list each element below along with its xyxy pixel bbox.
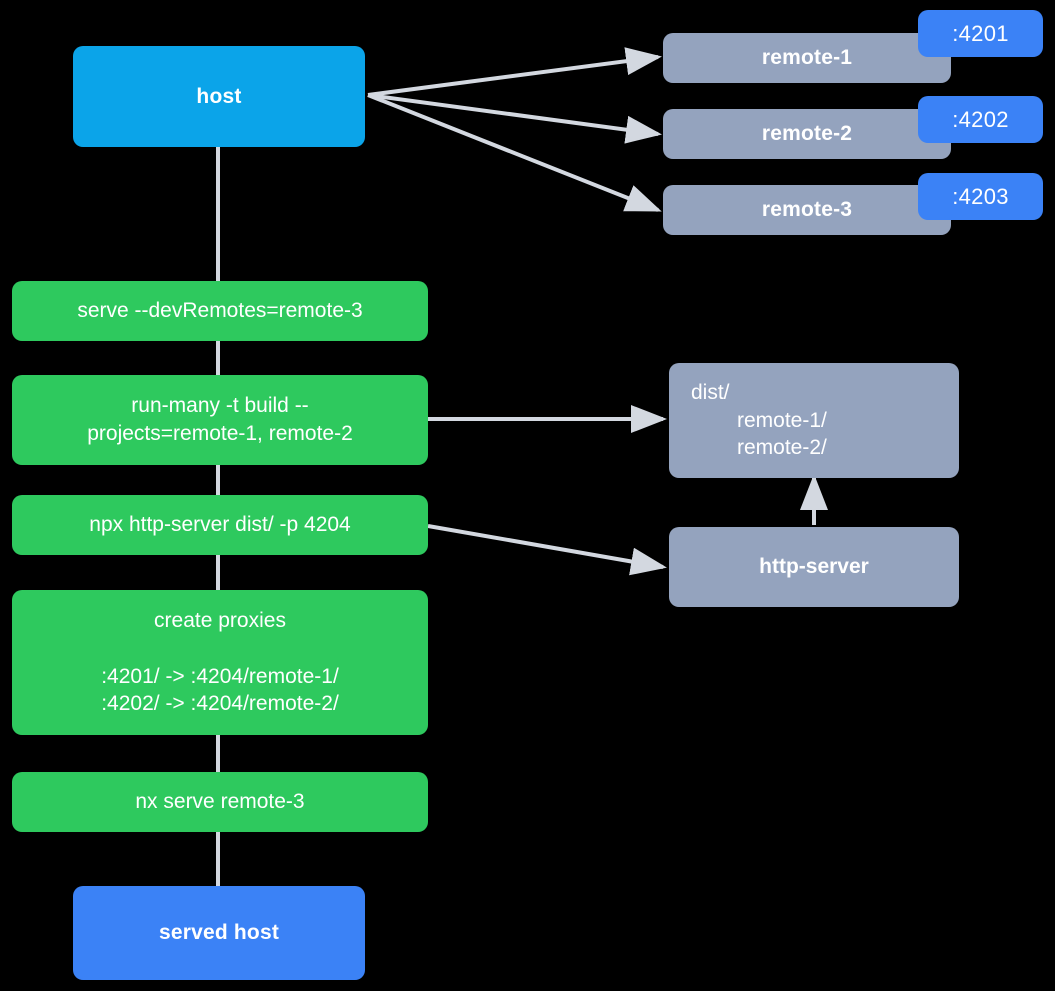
edge-host-to-remote-1 — [367, 47, 662, 97]
node-dist-line-2: remote-1/ — [737, 408, 827, 432]
badge-remote-2-port: :4202 — [918, 96, 1043, 143]
command-create-proxies-mapping-1: :4201/ -> :4204/remote-1/ — [101, 664, 339, 688]
node-served-host-label: served host — [158, 921, 280, 945]
node-served-host[interactable]: served host — [73, 886, 365, 980]
command-serve-devremotes[interactable]: serve --devRemotes=remote-3 — [12, 281, 428, 341]
edge-npx-to-httpserver — [427, 524, 667, 576]
command-run-many-build-line-2: projects=remote-1, remote-2 — [87, 422, 353, 445]
command-run-many-build[interactable]: run-many -t build -- projects=remote-1, … — [12, 375, 428, 465]
command-run-many-build-line-1: run-many -t build -- — [131, 394, 309, 418]
command-nx-serve-remote-3[interactable]: nx serve remote-3 — [12, 772, 428, 832]
badge-remote-1-port-label: :4201 — [952, 20, 1009, 46]
badge-remote-1-port: :4201 — [918, 10, 1043, 57]
node-remote-1[interactable]: remote-1 — [663, 33, 951, 83]
command-npx-http-server-label: npx http-server dist/ -p 4204 — [89, 513, 351, 537]
node-remote-3-label: remote-3 — [761, 198, 853, 222]
node-dist-line-3: remote-2/ — [737, 436, 827, 460]
edge-host-to-remote-3 — [367, 93, 662, 212]
command-npx-http-server[interactable]: npx http-server dist/ -p 4204 — [12, 495, 428, 555]
node-remote-2-label: remote-2 — [761, 122, 853, 146]
node-dist[interactable]: dist/ remote-1/ remote-2/ — [669, 363, 959, 478]
command-serve-devremotes-label: serve --devRemotes=remote-3 — [77, 299, 363, 323]
node-http-server-label: http-server — [759, 555, 869, 579]
command-create-proxies-title: create proxies — [154, 609, 286, 633]
badge-remote-3-port: :4203 — [918, 173, 1043, 220]
command-create-proxies-spacer — [217, 635, 223, 663]
node-remote-2[interactable]: remote-2 — [663, 109, 951, 159]
node-host-label: host — [196, 84, 242, 108]
node-host[interactable]: host — [73, 46, 365, 147]
edge-host-to-remote-2 — [367, 93, 662, 144]
command-create-proxies[interactable]: create proxies :4201/ -> :4204/remote-1/… — [12, 590, 428, 735]
node-dist-line-1: dist/ — [691, 380, 730, 404]
badge-remote-3-port-label: :4203 — [952, 183, 1009, 209]
node-remote-3[interactable]: remote-3 — [663, 185, 951, 235]
node-http-server[interactable]: http-server — [669, 527, 959, 607]
command-create-proxies-mapping-2: :4202/ -> :4204/remote-2/ — [101, 692, 339, 716]
node-remote-1-label: remote-1 — [761, 46, 853, 70]
command-nx-serve-remote-3-label: nx serve remote-3 — [135, 790, 305, 814]
badge-remote-2-port-label: :4202 — [952, 106, 1009, 132]
